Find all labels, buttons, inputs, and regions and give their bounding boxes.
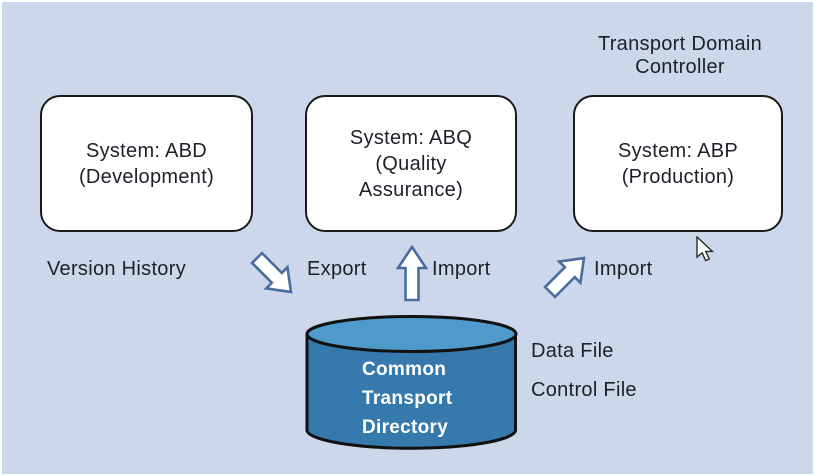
system-abq-name: System: ABQ xyxy=(349,126,473,149)
import-right-label: Import xyxy=(594,258,653,280)
system-abd-role: (Development) xyxy=(78,165,215,188)
cylinder-label: Common Transport Directory xyxy=(362,355,452,442)
cylinder-line2: Transport xyxy=(362,388,453,409)
version-history-label: Version History xyxy=(47,258,186,280)
mouse-pointer-cursor-icon xyxy=(696,236,715,262)
import-arrow-up-right-icon xyxy=(543,256,586,299)
data-file-label: Data File xyxy=(531,340,614,362)
common-transport-directory-cylinder: Common Transport Directory xyxy=(304,313,519,453)
system-box-abd-development: System: ABD (Development) xyxy=(40,95,253,232)
import-center-label: Import xyxy=(432,258,491,280)
control-file-label: Control File xyxy=(531,379,637,401)
system-abp-role: (Production) xyxy=(621,165,735,188)
system-abd-name: System: ABD xyxy=(85,139,208,162)
cylinder-line3: Directory xyxy=(362,417,449,438)
system-box-abp-production: System: ABP (Production) xyxy=(573,95,783,232)
system-abp-name: System: ABP xyxy=(617,139,738,162)
system-abq-role-line2: Assurance) xyxy=(358,178,464,201)
cylinder-line1: Common xyxy=(362,359,447,380)
transport-domain-controller-label: Transport Domain Controller xyxy=(580,33,780,79)
system-abq-role-line1: (Quality xyxy=(375,152,447,175)
system-box-abq-quality-assurance: System: ABQ (Quality Assurance) xyxy=(305,95,517,232)
tdc-line2: Controller xyxy=(635,56,725,78)
import-arrow-up-icon xyxy=(396,245,428,302)
database-cylinder-icon xyxy=(305,315,518,450)
export-label: Export xyxy=(307,258,367,280)
tdc-line1: Transport Domain xyxy=(597,33,763,55)
export-arrow-down-right-icon xyxy=(250,251,293,294)
